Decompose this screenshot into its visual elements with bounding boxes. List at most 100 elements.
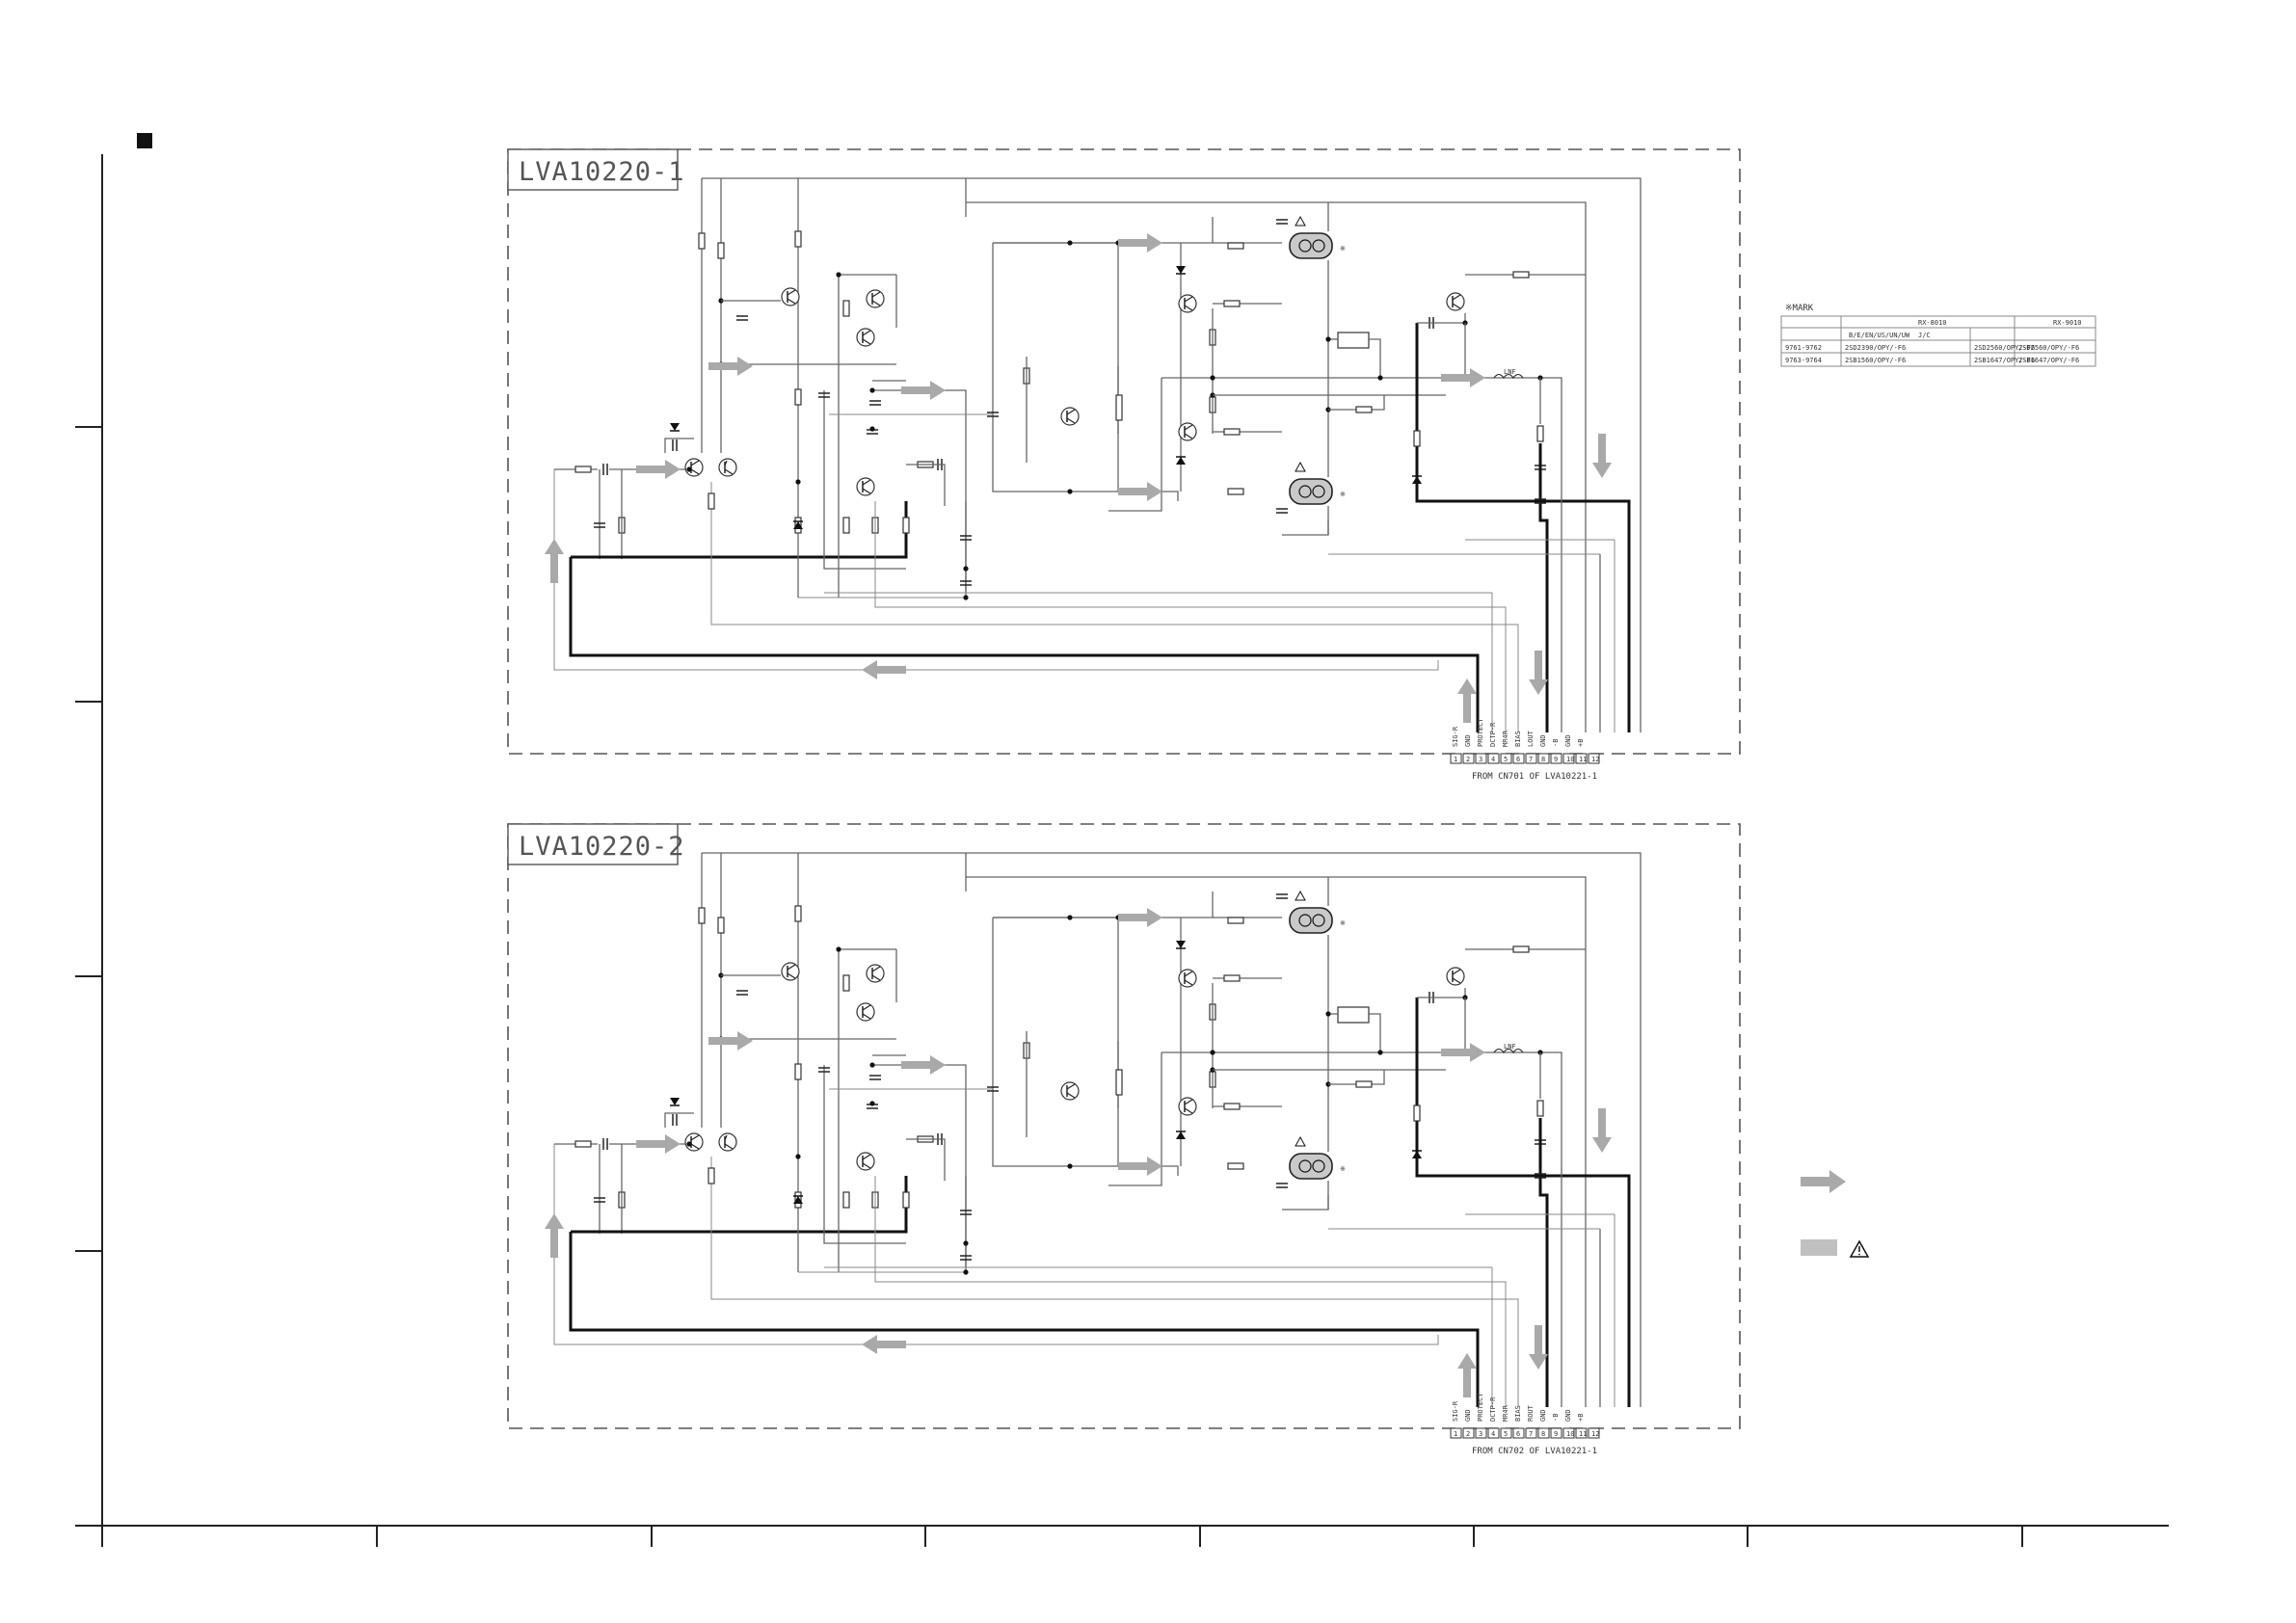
connector-pin-signal: SIG-R xyxy=(1452,726,1459,747)
connector-source-label: FROM CN701 OF LVA10221-1 xyxy=(1472,772,1597,782)
transistor xyxy=(856,328,875,347)
connector-pin-signal: DCTP-R xyxy=(1489,722,1497,747)
transistor xyxy=(1060,1081,1080,1101)
junction-dot xyxy=(1377,375,1383,381)
connector-pin xyxy=(1588,753,1600,764)
resistor xyxy=(842,517,850,534)
resistor xyxy=(717,242,725,259)
connector-pin xyxy=(1475,1427,1487,1439)
connector-pin-signal: DCTP-R xyxy=(1489,1397,1497,1422)
connector-pin xyxy=(1450,1427,1462,1439)
capacitor xyxy=(960,580,972,586)
connector-cn: 1SIG-R2GND3PROTECT4DCTP-R5MR4R6BIAS7LOUT… xyxy=(1450,718,1600,764)
mark-table-cell: 2SB1647/OPY/-F6 xyxy=(2018,357,2079,364)
resistor xyxy=(842,1191,850,1209)
signal-flow-arrow-icon xyxy=(901,381,946,400)
transistor xyxy=(1178,294,1197,313)
signal-flow-arrow-icon xyxy=(1592,434,1612,478)
transistor xyxy=(1178,422,1197,441)
capacitor xyxy=(960,1255,972,1261)
transistor xyxy=(718,1132,737,1152)
connector-pin xyxy=(1475,753,1487,764)
emitter-resistor xyxy=(1337,1006,1370,1024)
connector-pin xyxy=(1575,753,1588,764)
connector-pin-number: 5 xyxy=(1504,1430,1508,1438)
thermistor xyxy=(1115,1069,1123,1096)
connector-pin-number: 5 xyxy=(1504,756,1508,763)
connector-source-label: FROM CN702 OF LVA10221-1 xyxy=(1472,1447,1597,1456)
junction-dot xyxy=(869,1101,875,1106)
amplifier-panel-2: LVA10220-2※※LNF1SIG-R2GND3PROTECT4DCTP-R… xyxy=(507,823,1741,1456)
warning-triangle-icon xyxy=(1295,1135,1306,1147)
connector-pin xyxy=(1525,1427,1537,1439)
junction-dot xyxy=(1325,336,1331,342)
junction-dot xyxy=(869,1062,875,1068)
output-transistor xyxy=(1289,478,1333,505)
signal-flow-arrow-icon xyxy=(1118,233,1162,253)
mark-symbol: ※ xyxy=(1340,491,1346,498)
signal-flow-arrow-icon xyxy=(1118,482,1162,501)
diode xyxy=(670,423,680,432)
junction-dot xyxy=(795,479,801,485)
connector-pin xyxy=(1562,1427,1575,1439)
capacitor xyxy=(594,522,605,528)
signal-flow-arrow-icon xyxy=(708,1031,753,1051)
connector-pin-signal: GND xyxy=(1564,734,1572,747)
connector-pin-number: 4 xyxy=(1491,1430,1495,1438)
connector-pin-number: 11 xyxy=(1579,756,1587,763)
connector-pin xyxy=(1525,753,1537,764)
signal-flow-arrow-icon xyxy=(1801,1170,1846,1193)
warning-triangle-icon xyxy=(1295,890,1306,901)
capacitor xyxy=(602,464,608,475)
connector-pin-signal: -B xyxy=(1552,1414,1560,1422)
mark-symbol: ※ xyxy=(1340,919,1346,927)
connector-pin-signal: MR4R xyxy=(1502,1404,1509,1422)
capacitor xyxy=(869,400,881,406)
diode xyxy=(1176,1131,1186,1139)
transistor xyxy=(866,289,885,308)
coil-label: LNF xyxy=(1504,368,1516,376)
connector-pin-number: 8 xyxy=(1541,756,1545,763)
legend xyxy=(1801,1170,1870,1258)
junction-dot xyxy=(1210,375,1215,381)
signal-flow-arrow-icon xyxy=(636,460,681,479)
mark-table-title: ※MARK xyxy=(1785,304,1814,313)
resistor xyxy=(707,1167,715,1184)
transistor xyxy=(1446,292,1465,311)
resistor xyxy=(1355,1080,1373,1088)
transistor xyxy=(718,458,737,477)
diode xyxy=(793,520,803,529)
connector-pin-number: 12 xyxy=(1591,1430,1599,1438)
mark-table-cell: 2SD2560/OPY/-F6 xyxy=(1974,344,2035,352)
connector-pin-signal: ROUT xyxy=(1527,1404,1535,1422)
mark-table-cell: 2SB1647/OPY/-F6 xyxy=(1974,357,2035,364)
connector-pin xyxy=(1487,753,1500,764)
signal-flow-arrow-icon xyxy=(1529,651,1548,695)
mark-symbol: ※ xyxy=(1340,1165,1346,1173)
connector-pin-number: 6 xyxy=(1516,1430,1520,1438)
connector-pin-number: 6 xyxy=(1516,756,1520,763)
capacitor xyxy=(1535,1173,1546,1179)
capacitor xyxy=(1276,1183,1288,1188)
resistor xyxy=(1227,1162,1244,1170)
junction-dot xyxy=(686,1141,692,1147)
junction-dot xyxy=(686,466,692,472)
transistor xyxy=(1060,407,1080,426)
signal-flow-arrow-icon xyxy=(862,660,906,679)
panel-border xyxy=(507,823,1741,1429)
capacitor xyxy=(736,990,748,996)
junction-dot xyxy=(869,426,875,432)
mark-table-subheader: J/C xyxy=(1918,332,1931,339)
corner-marker xyxy=(137,133,152,148)
connector-pin-number: 12 xyxy=(1591,756,1599,763)
mark-table-cell: 9763-9764 xyxy=(1785,357,1822,364)
capacitor xyxy=(672,439,678,451)
connector-pin xyxy=(1500,753,1512,764)
diode xyxy=(1412,475,1422,484)
signal-flow-arrow-icon xyxy=(1441,1043,1485,1062)
signal-flow-arrow-icon xyxy=(1592,1108,1612,1153)
connector-pin-number: 8 xyxy=(1541,1430,1545,1438)
connector-pin-number: 3 xyxy=(1479,756,1482,763)
transistor xyxy=(866,964,885,983)
resistor xyxy=(698,232,706,250)
